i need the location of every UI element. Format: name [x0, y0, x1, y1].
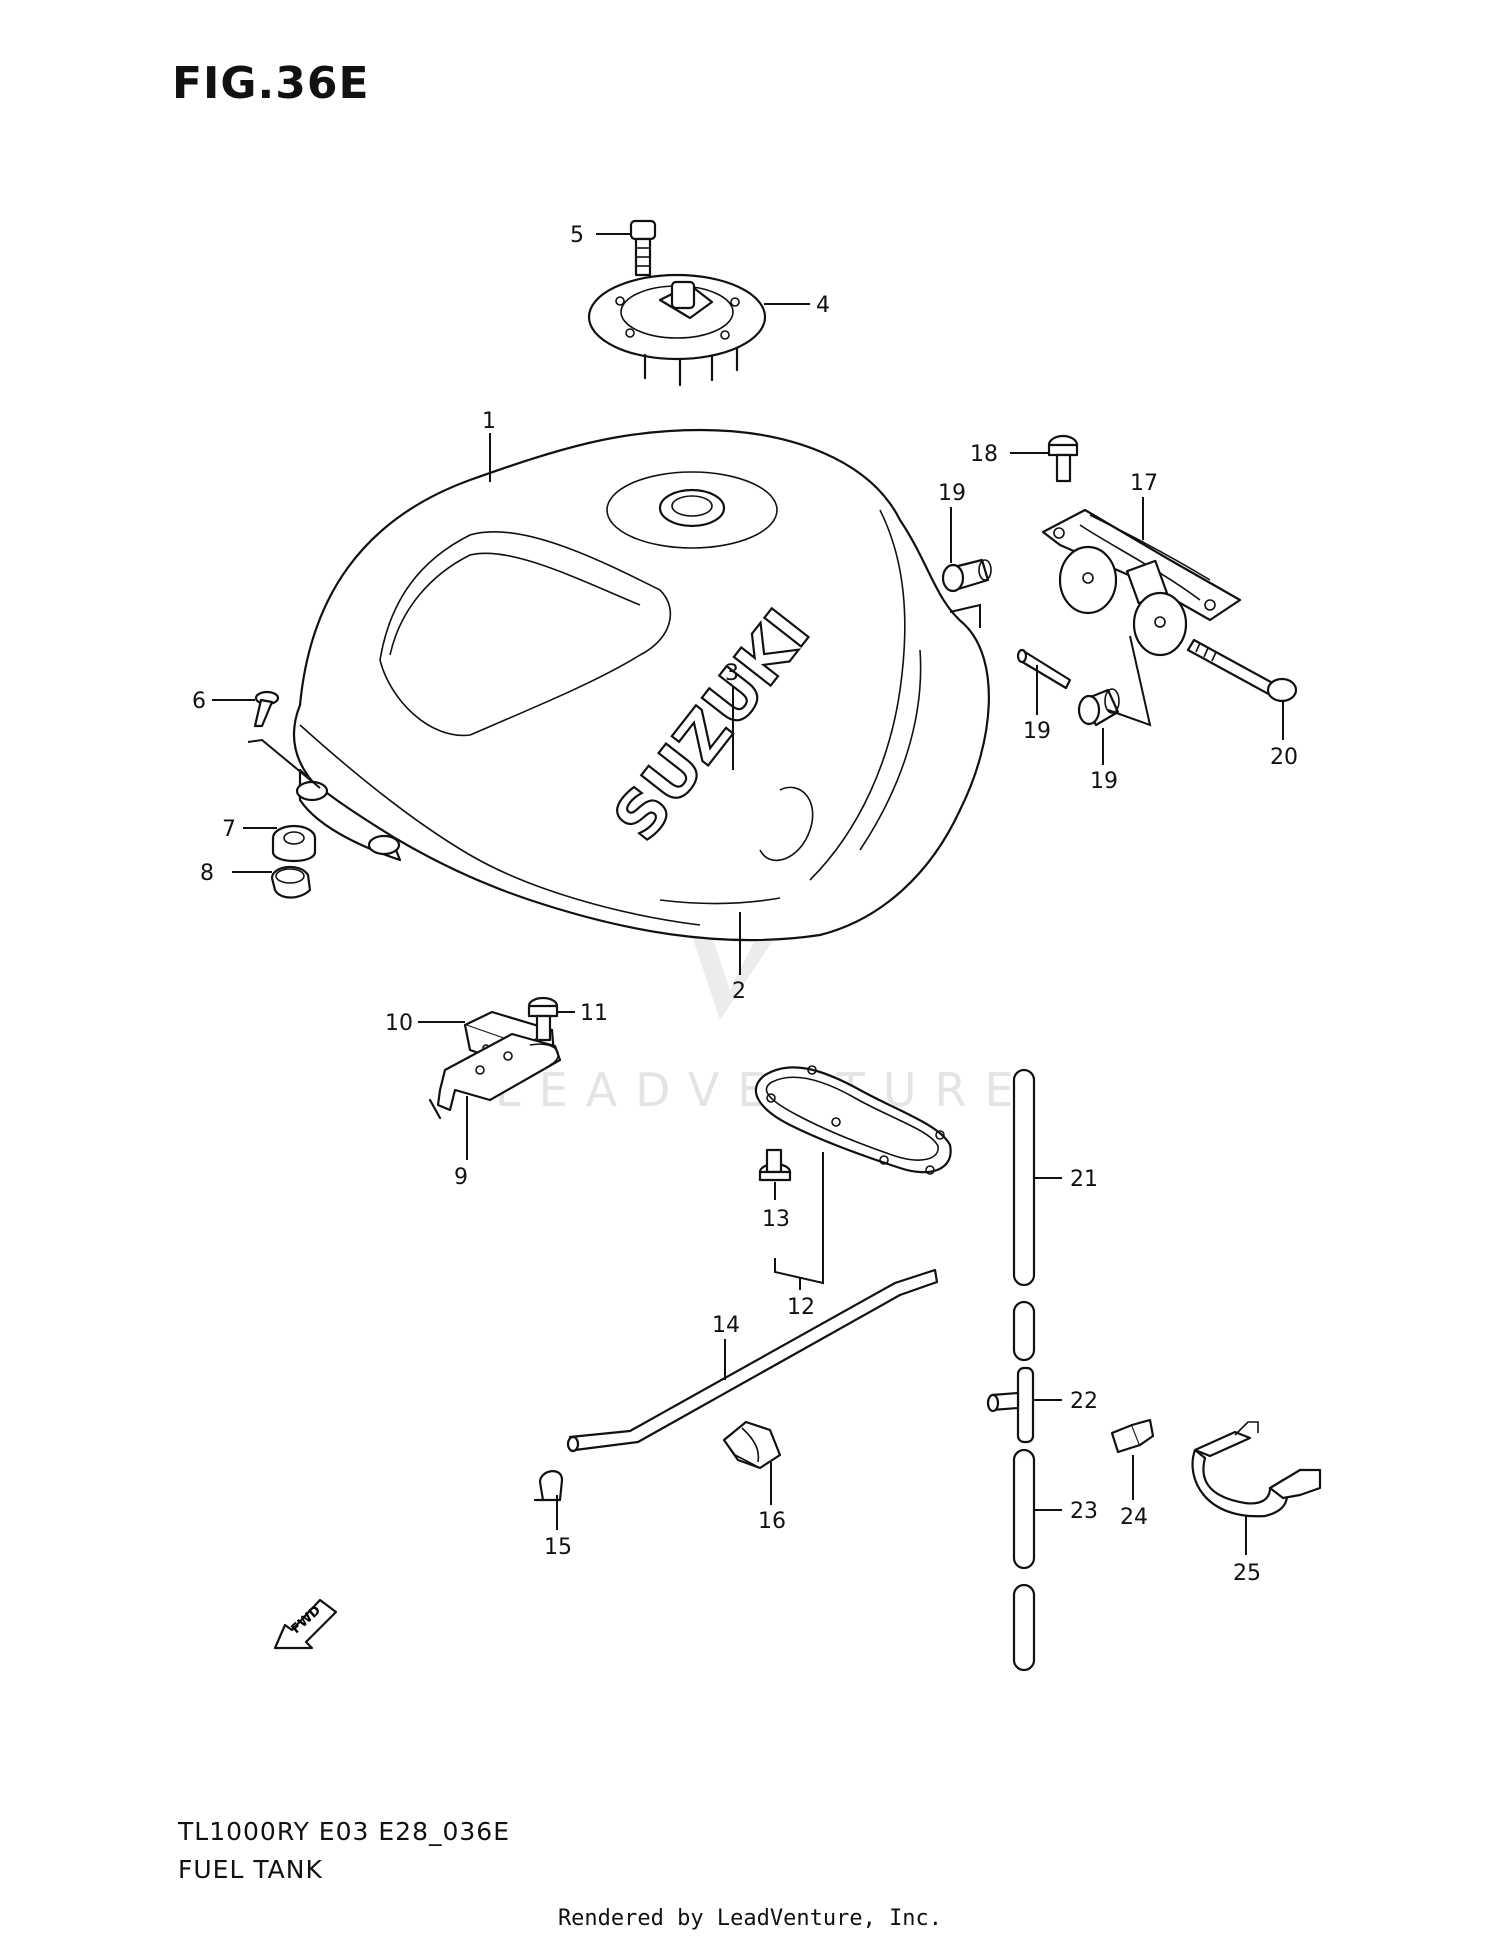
callout-7[interactable]: 7	[222, 817, 236, 842]
part-6-screw[interactable]	[253, 690, 280, 728]
part-hose-segment-a[interactable]	[1012, 1300, 1036, 1362]
part-11-bolt[interactable]	[527, 996, 559, 1042]
part-13-bolt[interactable]	[758, 1148, 792, 1182]
callout-8[interactable]: 8	[200, 861, 214, 886]
callouts: 5 4 1 18 17 19 3 6 19 19 20 7 8 2 10 11 …	[192, 223, 1298, 1586]
callout-18[interactable]: 18	[970, 442, 998, 467]
callout-22[interactable]: 21	[1070, 1167, 1098, 1192]
watermark: LEADVENTURE	[495, 800, 1032, 1117]
part-20-pipe[interactable]	[1016, 648, 1072, 690]
callout-24[interactable]: 23	[1070, 1499, 1098, 1524]
part-18-bolt[interactable]	[1047, 434, 1079, 483]
callout-16[interactable]: 16	[758, 1509, 786, 1534]
part-14-drain-pipe[interactable]	[566, 1268, 939, 1453]
figure-title: FIG.36E	[172, 58, 370, 109]
fwd-direction-marker: FWD	[273, 1598, 338, 1650]
part-22-hose[interactable]	[1012, 1068, 1036, 1287]
callout-1[interactable]: 1	[482, 409, 496, 434]
callout-15[interactable]: 15	[544, 1535, 572, 1560]
callout-6[interactable]: 6	[192, 689, 206, 714]
callout-2[interactable]: 2	[732, 979, 746, 1004]
callout-12[interactable]: 12	[787, 1295, 815, 1320]
render-credit: Rendered by LeadVenture, Inc.	[557, 1906, 943, 1931]
part-15-plug[interactable]	[533, 1470, 564, 1502]
part-19-collar-upper[interactable]	[941, 558, 992, 593]
callout-19-upper[interactable]: 19	[938, 481, 966, 506]
callout-21[interactable]: 20	[1270, 745, 1298, 770]
part-17-bracket[interactable]	[1041, 508, 1242, 657]
part-19-collar-lower[interactable]	[1077, 688, 1120, 727]
part-7-grommet[interactable]	[271, 824, 317, 862]
part-16-clamp[interactable]	[722, 1420, 782, 1470]
callout-3[interactable]: 3	[725, 661, 739, 686]
callout-13[interactable]: 13	[762, 1207, 790, 1232]
callout-26[interactable]: 25	[1233, 1561, 1261, 1586]
callout-11[interactable]: 11	[580, 1001, 608, 1026]
callout-10[interactable]: 10	[385, 1011, 413, 1036]
part-9-bracket[interactable]	[428, 1032, 562, 1120]
leader-6-tank	[247, 738, 321, 789]
model-code: TL1000RY E03 E28_036E	[178, 1817, 510, 1846]
part-12-gasket[interactable]	[754, 1065, 952, 1175]
watermark-text: LEADVENTURE	[495, 1063, 1032, 1117]
callout-9[interactable]: 9	[454, 1165, 468, 1190]
part-25-clip[interactable]	[1110, 1418, 1155, 1454]
part-1-fuel-tank[interactable]: SUZUKI	[292, 428, 990, 942]
callout-19-lower[interactable]: 19	[1090, 769, 1118, 794]
callout-17[interactable]: 17	[1130, 471, 1158, 496]
part-hose-segment-b[interactable]	[1012, 1583, 1036, 1672]
callout-25[interactable]: 24	[1120, 1505, 1148, 1530]
callout-4[interactable]: 4	[816, 293, 830, 318]
callout-23[interactable]: 22	[1070, 1389, 1098, 1414]
callout-5[interactable]: 5	[570, 223, 584, 248]
part-24-hose[interactable]	[1012, 1448, 1036, 1570]
leader-12-13	[774, 1152, 824, 1285]
part-21-bolt[interactable]	[1186, 638, 1298, 703]
leader-19-tank	[949, 603, 981, 628]
leader-19-bracket	[1107, 635, 1152, 727]
diagram-caption: FUEL TANK	[178, 1855, 323, 1884]
part-5-bolt[interactable]	[629, 219, 657, 277]
part-26-band[interactable]	[1191, 1421, 1322, 1518]
callout-14[interactable]: 14	[712, 1313, 740, 1338]
part-4-fuel-cap[interactable]	[587, 273, 767, 387]
callout-20[interactable]: 19	[1023, 719, 1051, 744]
part-8-grommet[interactable]	[270, 865, 312, 899]
part-23-joint[interactable]	[986, 1366, 1035, 1444]
